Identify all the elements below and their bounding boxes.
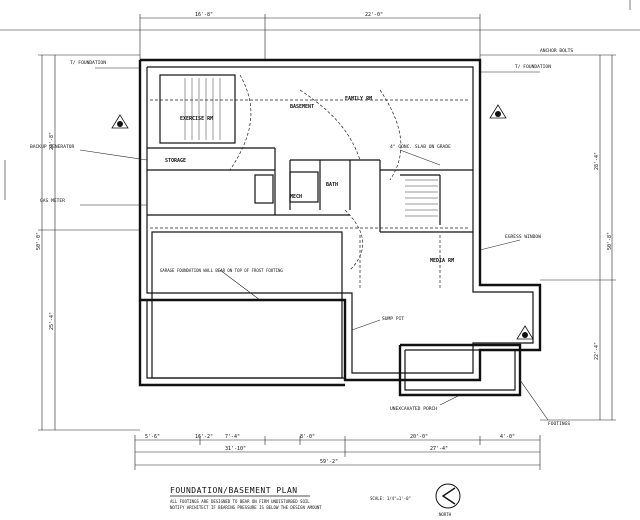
north-label: NORTH xyxy=(439,512,452,517)
dim-sub-b: 27'-4" xyxy=(430,446,448,452)
callout-slab: 4" CONC. SLAB ON GRADE xyxy=(390,144,451,150)
callout-egress: EGRESS WINDOW xyxy=(505,234,541,240)
plan-scale: SCALE: 1/4"=1'-0" xyxy=(370,496,411,501)
dim-d4: 20'-0" xyxy=(410,434,428,440)
dim-left-b: 25'-4" xyxy=(49,312,55,330)
dim-top-b: 22'-0" xyxy=(365,12,383,18)
dim-d2: 8'-0" xyxy=(300,434,315,440)
callout-sump: SUMP PIT xyxy=(382,316,404,322)
room-media: MEDIA RM xyxy=(430,258,454,264)
room-family: FAMILY RM xyxy=(345,96,372,102)
dim-top-a: 16'-8" xyxy=(195,12,213,18)
right-dimension-string: 50'-8" 28'-4" 22'-4" xyxy=(480,54,616,421)
callout-gas: GAS METER xyxy=(40,198,65,204)
room-basement: BASEMENT xyxy=(290,104,314,110)
dim-d3: 7'-4" xyxy=(225,434,240,440)
section-markers xyxy=(111,104,534,340)
callout-garage: GARAGE FOUNDATION WALL BEAR ON TOP OF FR… xyxy=(160,268,283,273)
plan-note-1: ALL FOOTINGS ARE DESIGNED TO BEAR ON FIR… xyxy=(170,499,310,504)
top-dimension-string: 16'-8" 22'-0" xyxy=(139,12,481,60)
dim-overall: 59'-2" xyxy=(320,459,338,465)
sheet-frame xyxy=(0,0,640,200)
callouts: T/ FOUNDATION T/ FOUNDATION ANCHOR BOLTS… xyxy=(30,48,573,427)
dim-d1: 16'-2" xyxy=(195,434,213,440)
dim-d6: 4'-0" xyxy=(500,434,515,440)
room-exercise: EXERCISE RM xyxy=(180,116,213,122)
plan-title: FOUNDATION/BASEMENT PLAN xyxy=(170,486,298,495)
north-arrow-icon: NORTH xyxy=(435,483,461,517)
plan-note-2: NOTIFY ARCHITECT IF BEARING PRESSURE IS … xyxy=(170,505,322,510)
left-dimension-string: 50'-0" 24'-8" 25'-4" xyxy=(36,54,140,431)
title-block: FOUNDATION/BASEMENT PLAN ALL FOOTINGS AR… xyxy=(170,486,411,510)
room-mech: MECH xyxy=(290,194,302,200)
callout-foundation-right: T/ FOUNDATION xyxy=(515,64,551,70)
room-bath: BATH xyxy=(326,182,338,188)
interior-walls xyxy=(147,74,473,233)
dim-right-b: 22'-4" xyxy=(594,342,600,360)
callout-backup: BACKUP GENERATOR xyxy=(30,144,74,150)
callout-anchor-bolts: ANCHOR BOLTS xyxy=(540,48,573,54)
room-labels: EXERCISE RM BASEMENT FAMILY RM STORAGE B… xyxy=(165,96,454,264)
callout-footings: FOOTINGS xyxy=(548,421,570,427)
dim-right-overall: 50'-8" xyxy=(607,232,613,250)
dim-d5: 5'-6" xyxy=(145,434,160,440)
callout-foundation-left: T/ FOUNDATION xyxy=(70,60,106,66)
dim-sub-a: 31'-10" xyxy=(225,446,246,452)
bottom-dimension-string: 16'-2" 8'-0" 7'-4" 20'-0" 5'-6" 4'-0" 31… xyxy=(134,434,541,470)
callout-porch: UNEXCAVATED PORCH xyxy=(390,406,437,412)
room-storage: STORAGE xyxy=(165,158,186,164)
dim-right-a: 28'-4" xyxy=(594,152,600,170)
dim-left-a: 24'-8" xyxy=(49,132,55,150)
foundation-walls xyxy=(138,58,542,397)
dim-left-overall: 50'-0" xyxy=(36,232,42,250)
beam-lines xyxy=(150,74,470,290)
